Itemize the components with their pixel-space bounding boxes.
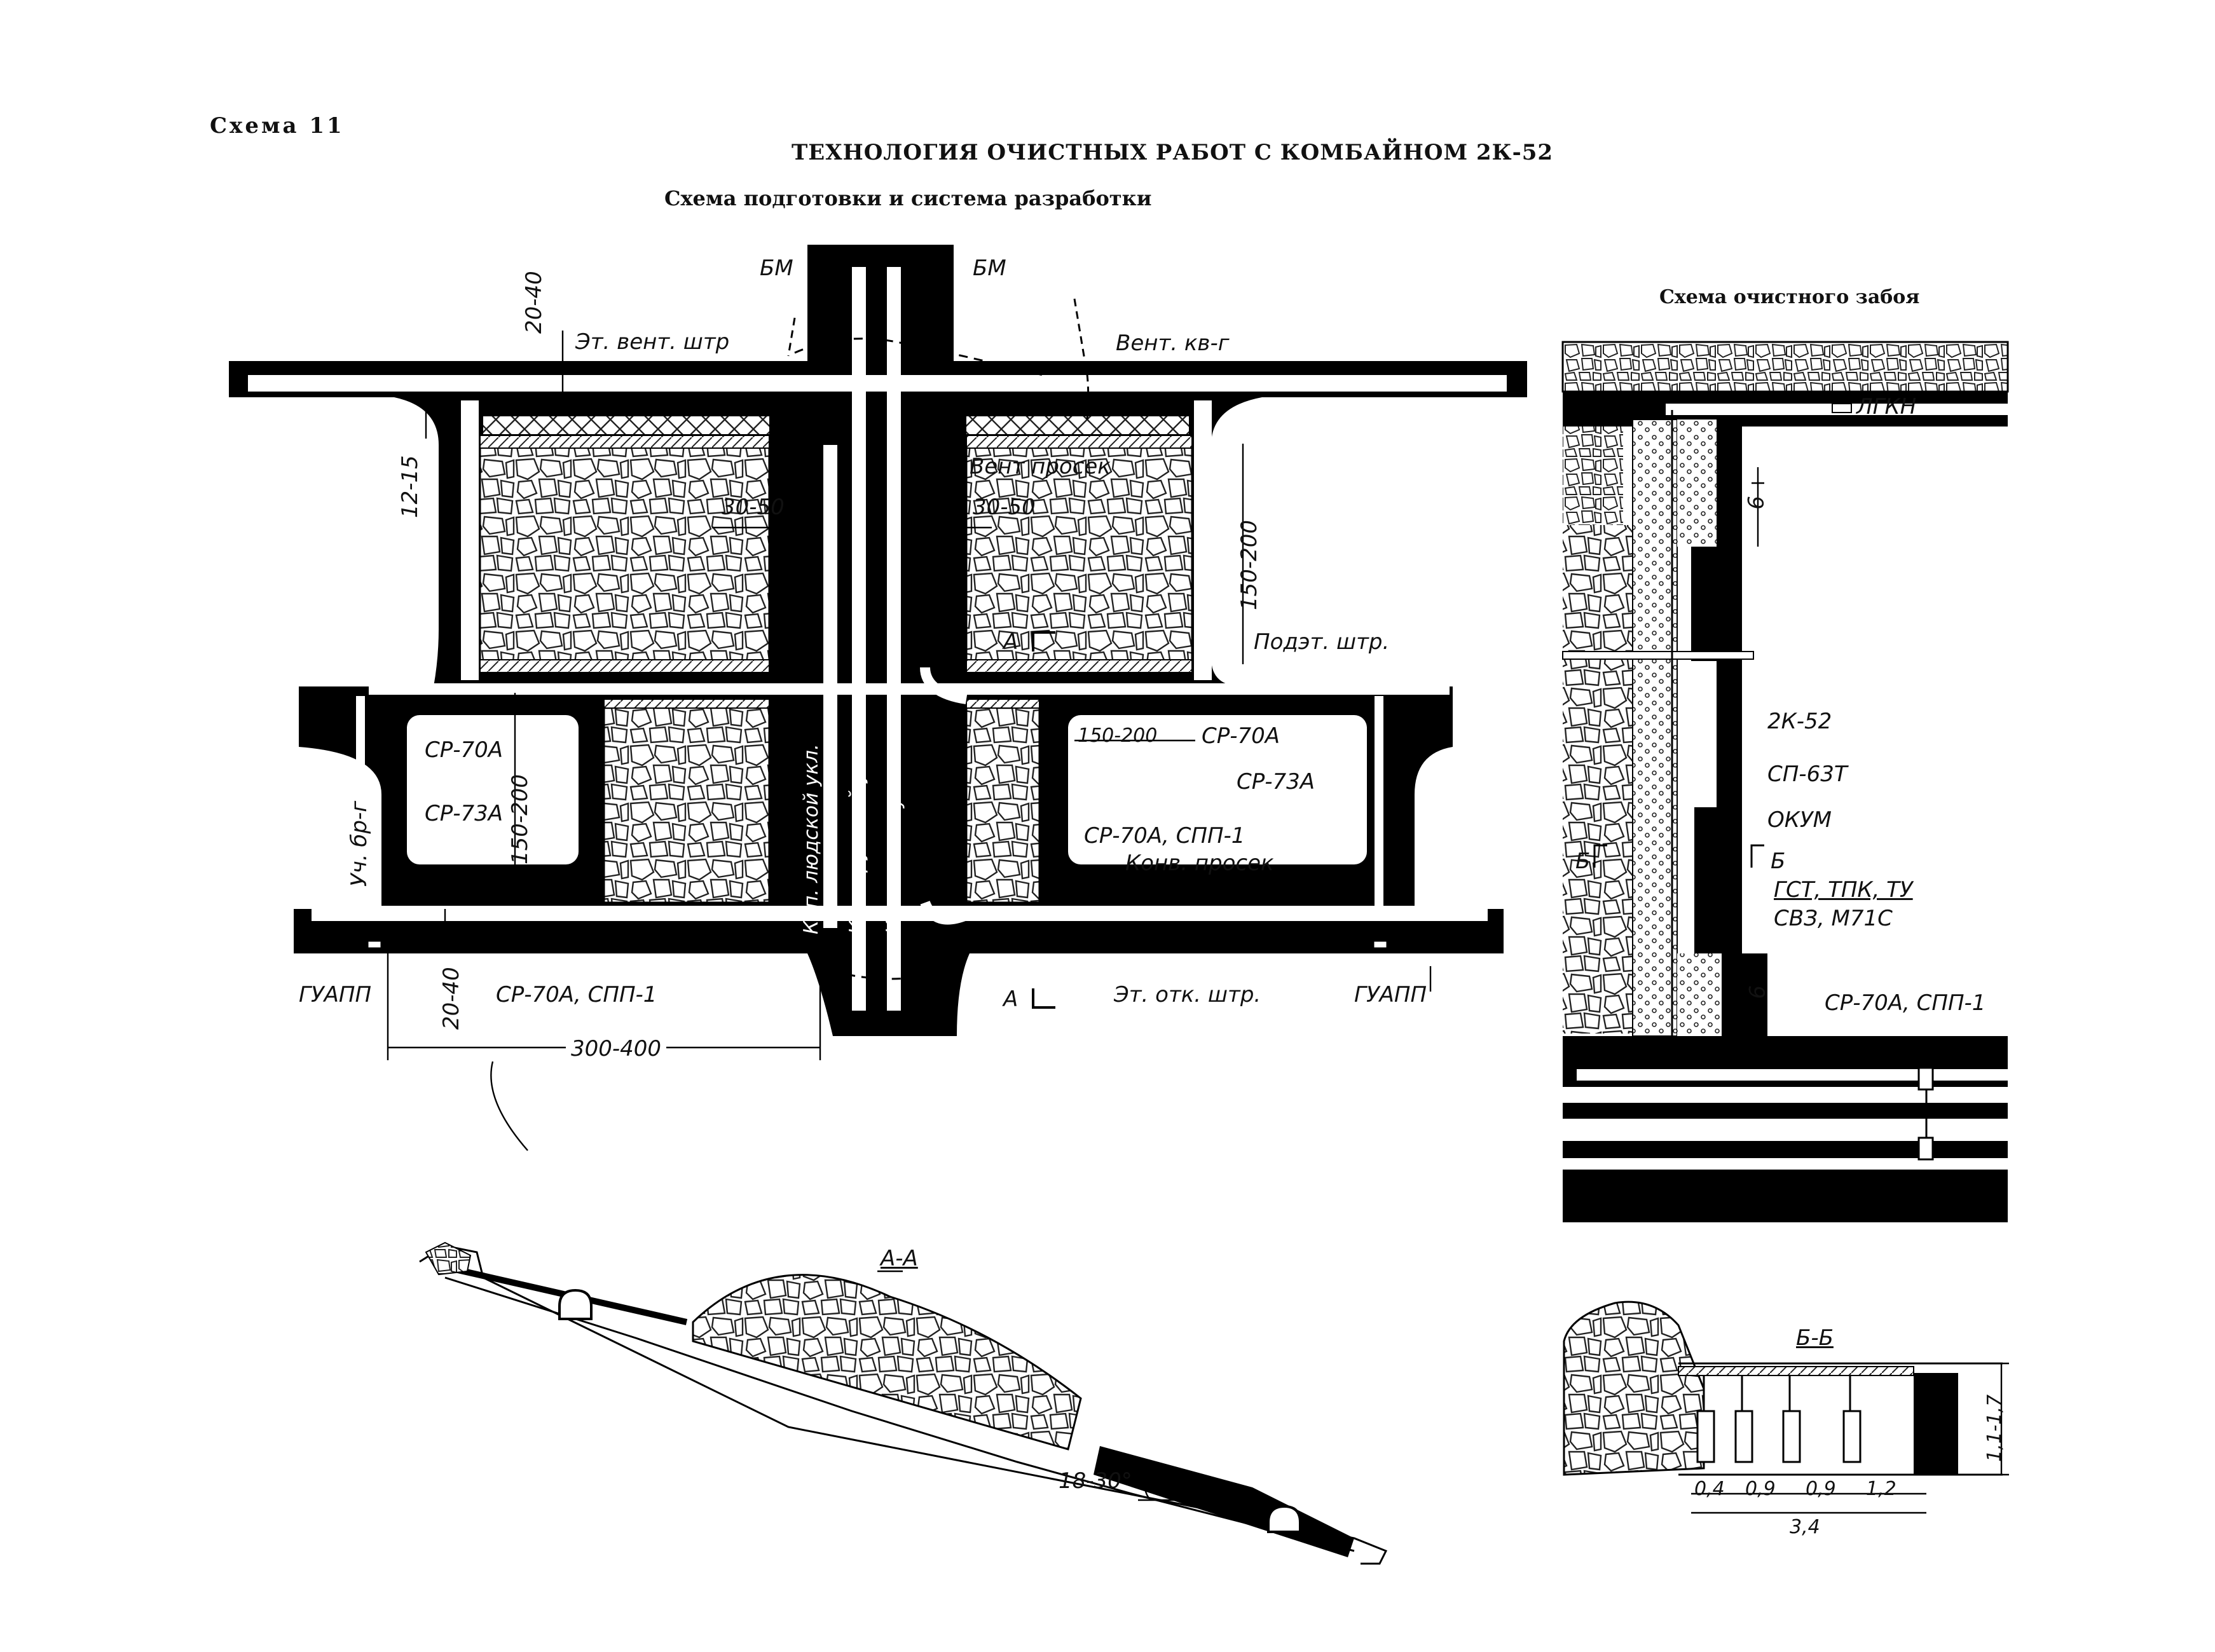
- dim-20-40-top: 20-40: [521, 271, 547, 334]
- right-raise-gallery: [1375, 696, 1383, 909]
- vent-raise-label: Вент. кв-г: [1116, 331, 1230, 356]
- section-aa-angle: 18-30°: [1059, 1468, 1132, 1494]
- section-bb-title: Б-Б: [1796, 1325, 1834, 1351]
- equipment-line-1: ГСТ, ТПК, ТУ: [1774, 877, 1913, 903]
- goaf-lower-left: [603, 704, 771, 904]
- dim-30-50-right: 30-50: [973, 495, 1036, 520]
- incline-people-gallery: [823, 445, 837, 928]
- dim-1-2: 1,2: [1866, 1478, 1896, 1500]
- face-scheme-title: Схема очистного забоя: [1659, 286, 1920, 308]
- main-plan: [229, 245, 1527, 1151]
- okum-label: ОКУМ: [1767, 807, 1832, 833]
- goaf-upper-left: [479, 442, 771, 666]
- dim-150-200-left: 150-200: [507, 774, 533, 864]
- right-vent-raise: [1194, 400, 1212, 680]
- face-scheme: [1561, 341, 2009, 1222]
- section-aa: [419, 1241, 1388, 1565]
- conveyor-label: СП-63Т: [1767, 761, 1848, 787]
- crossed-support-strip: [966, 416, 1189, 434]
- combine-label: 2К-52: [1767, 709, 1832, 734]
- hatched-band: [966, 699, 1040, 709]
- dim-150-200-mid: 150-200: [1078, 725, 1158, 747]
- sr70a-spp1-mid-label: СР-70А, СПП-1: [1084, 823, 1245, 849]
- area-raise-gallery: [356, 696, 365, 909]
- section-a-top-label: А: [1003, 629, 1018, 655]
- incline-aux-gallery: [887, 267, 901, 1011]
- hatched-band: [966, 435, 1193, 449]
- conveyor-crosscut-label: Конв. просек: [1125, 850, 1274, 876]
- goaf-upper-right: [965, 442, 1193, 666]
- scheme-number: Схема 11: [210, 113, 345, 139]
- section-a-bottom-label: А: [1003, 986, 1018, 1012]
- haulage-drift-label: Эт. отк. штр.: [1114, 982, 1261, 1007]
- dim-12-15: 12-15: [397, 455, 423, 518]
- vent-drift-label: Эт. вент. штр: [575, 329, 730, 355]
- dim-150-200-right: 150-200: [1237, 519, 1262, 610]
- incline-cargo-label: Кап. грузовой укл.: [846, 741, 868, 934]
- dim-0-9-b: 0,9: [1806, 1478, 1836, 1500]
- guapp-left-label: ГУАПП: [299, 982, 372, 1007]
- sr70a-spp1-bottom-label: СР-70А, СПП-1: [496, 982, 657, 1007]
- incline-aux-label: Кап. вспом. укл.: [882, 765, 905, 934]
- section-aa-title: А-А: [881, 1246, 918, 1271]
- page-subtitle: Схема подготовки и система разработки: [664, 186, 1152, 210]
- area-raise-label: Уч. бр-г: [346, 800, 372, 887]
- equipment-line-2: СВЗ, М71С: [1774, 906, 1893, 931]
- bm-left-label: БМ: [760, 256, 793, 281]
- sr70a-left-label: СР-70А: [425, 737, 504, 763]
- left-vent-raise: [461, 400, 479, 680]
- lgkn-label: ЛГКН: [1856, 394, 1917, 420]
- dim-300-400: 300-400: [566, 1036, 667, 1062]
- sr73a-right-label: СР-73А: [1237, 769, 1315, 795]
- goaf-lower-right: [965, 704, 1041, 904]
- sr73a-left-label: СР-73А: [425, 801, 504, 826]
- hatched-band: [603, 699, 770, 709]
- dim-20-40-bottom: 20-40: [439, 967, 464, 1030]
- dim-9-top: 9: [1742, 496, 1767, 510]
- hatched-band: [479, 435, 770, 449]
- section-b-right-label: Б: [1771, 849, 1786, 874]
- section-bb: [1563, 1300, 2009, 1514]
- dim-0-9-a: 0,9: [1745, 1478, 1776, 1500]
- sr70a-right-label: СР-70А: [1202, 723, 1280, 749]
- incline-people-label: Кап. людской укл.: [800, 744, 823, 934]
- sublevel-drift-label: Подэт. штр.: [1254, 629, 1390, 655]
- incline-cargo-gallery: [852, 267, 866, 1011]
- dim-9-bottom: 9: [1743, 985, 1769, 999]
- section-bb-height: 1,1-1,7: [1984, 1394, 2006, 1462]
- dim-3-4-total: 3,4: [1790, 1516, 1820, 1538]
- hatched-band: [479, 659, 770, 673]
- left-pillar-opening: [407, 715, 579, 864]
- bm-right-label: БМ: [973, 256, 1006, 281]
- hatched-band: [966, 659, 1193, 673]
- page-title: ТЕХНОЛОГИЯ ОЧИСТНЫХ РАБОТ С КОМБАЙНОМ 2К…: [792, 140, 1554, 165]
- crossed-support-strip: [483, 416, 769, 434]
- guapp-right-label: ГУАПП: [1354, 982, 1427, 1007]
- dim-30-50-left: 30-50: [722, 495, 785, 520]
- section-b-left-label: Б: [1575, 849, 1591, 874]
- right-pillar-opening: [1068, 715, 1367, 864]
- vent-crosscut-label: Вент просек: [970, 454, 1111, 479]
- dim-0-4: 0,4: [1694, 1478, 1725, 1500]
- sr70a-spp1-face-label: СР-70А, СПП-1: [1825, 990, 1986, 1016]
